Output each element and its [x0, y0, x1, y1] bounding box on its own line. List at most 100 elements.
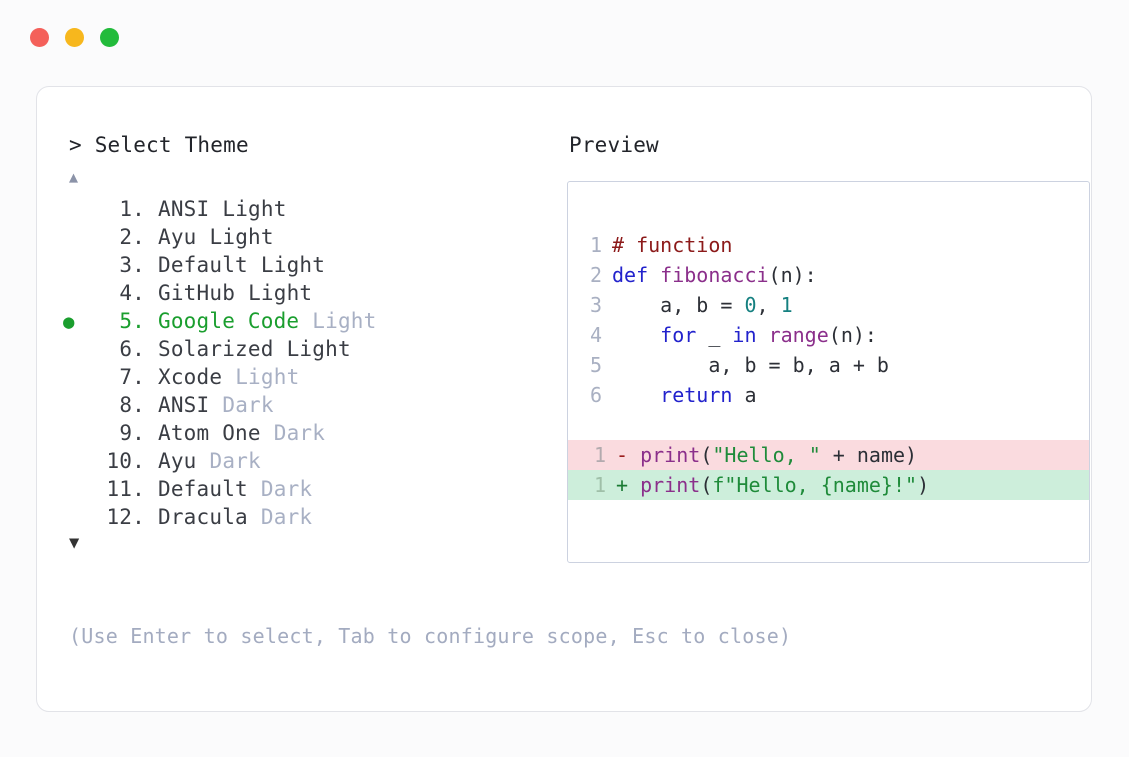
theme-index: 7. [119, 365, 145, 389]
theme-name: Ayu [158, 225, 197, 249]
scroll-down-arrow-icon[interactable]: ▼ [69, 533, 80, 553]
code-line-content: a, b = b, a + b [612, 350, 889, 380]
code-token: 1 [780, 293, 793, 317]
theme-name: Atom One [158, 421, 261, 445]
theme-variant: Dark [260, 505, 313, 529]
preview-label: Preview [569, 133, 659, 157]
theme-index: 3. [119, 253, 145, 277]
code-token: a, b = b, a + b [612, 353, 889, 377]
window-maximize-button[interactable] [100, 28, 119, 47]
line-number: 2 [589, 263, 602, 287]
theme-index: 6. [119, 337, 145, 361]
theme-index: 11. [106, 477, 145, 501]
code-line: 4 for _ in range(n): [568, 320, 1089, 350]
prompt-header: > Select Theme [69, 131, 543, 159]
code-token: for [660, 323, 697, 347]
theme-list-item[interactable]: 7. Xcode Light [63, 363, 543, 391]
theme-variant: Dark [273, 421, 326, 445]
theme-index: 4. [119, 281, 145, 305]
theme-variant: Dark [209, 449, 261, 473]
line-number: 4 [589, 323, 602, 347]
code-token [757, 323, 769, 347]
code-line: 3 a, b = 0, 1 [568, 290, 1089, 320]
theme-list-item[interactable]: 3. Default Light [63, 251, 543, 279]
prompt-caret-icon: > [69, 133, 82, 157]
theme-index: 5. [119, 309, 145, 333]
code-line-content: a, b = 0, 1 [612, 290, 793, 320]
theme-variant: Dark [222, 393, 274, 417]
code-token: def [612, 263, 661, 287]
code-token: 0 [744, 293, 757, 317]
theme-variant: Dark [260, 477, 313, 501]
theme-name: GitHub [158, 281, 236, 305]
diff-line-del: 1- print("Hello, " + name) [568, 440, 1089, 470]
code-token: ) [917, 473, 930, 497]
page-title [82, 133, 95, 157]
code-line-content: return a [612, 380, 757, 410]
theme-list-item[interactable]: 6. Solarized Light [63, 335, 543, 363]
diff-line-add: 1 + print(f"Hello, {name}!") [568, 470, 1089, 500]
theme-name: Default [158, 253, 248, 277]
keyboard-hint: (Use Enter to select, Tab to configure s… [69, 624, 792, 648]
code-token: ( [700, 443, 713, 467]
window-close-button[interactable] [30, 28, 49, 47]
code-token: print [640, 443, 701, 467]
selected-bullet-icon: ● [63, 311, 75, 333]
theme-variant: Light [312, 309, 377, 333]
code-token [612, 323, 660, 347]
code-line: 5 a, b = b, a + b [568, 350, 1089, 380]
code-token: ( [700, 473, 713, 497]
theme-index: 10. [106, 449, 145, 473]
scroll-up-arrow-icon[interactable]: ▲ [69, 168, 79, 186]
code-line-content: for _ in range(n): [612, 320, 877, 350]
window-minimize-button[interactable] [65, 28, 84, 47]
diff-marker: - [616, 443, 641, 467]
code-line-content: def fibonacci(n): [612, 260, 817, 290]
code-token: (n): [828, 323, 877, 347]
code-token: (n): [768, 263, 817, 287]
theme-name: Solarized [158, 337, 274, 361]
code-token: fibonacci [660, 263, 769, 287]
code-line: 1 # function [568, 230, 1089, 260]
theme-variant: Light [209, 225, 274, 249]
line-number: 1 [593, 473, 606, 497]
line-number: 1 [589, 233, 602, 257]
theme-name: ANSI [158, 393, 210, 417]
code-token: print [640, 473, 701, 497]
code-line: 6 return a [568, 380, 1089, 410]
theme-list-item[interactable]: 8. ANSI Dark [63, 391, 543, 419]
code-token: _ [696, 323, 733, 347]
theme-list-item[interactable]: 4. GitHub Light [63, 279, 543, 307]
theme-index: 1. [119, 197, 145, 221]
code-line-content: # function [612, 230, 732, 260]
line-number: 6 [589, 383, 602, 407]
diff-line-content: + print(f"Hello, {name}!") [616, 470, 929, 500]
code-token: f"Hello, {name}!" [712, 473, 918, 497]
code-token: range [768, 323, 829, 347]
diff-marker: + [616, 473, 641, 497]
theme-variant: Light [235, 365, 300, 389]
theme-name: Xcode [158, 365, 223, 389]
line-number: 3 [589, 293, 602, 317]
theme-index: 8. [119, 393, 145, 417]
theme-variant: Light [286, 337, 351, 361]
theme-variant: Light [248, 281, 313, 305]
code-token: a [732, 383, 757, 407]
theme-variant: Light [260, 253, 326, 277]
theme-variant: Light [222, 197, 287, 221]
code-token: + name) [820, 443, 918, 467]
diff-sample: 1- print("Hello, " + name)1+ print(f"Hel… [568, 440, 1089, 500]
